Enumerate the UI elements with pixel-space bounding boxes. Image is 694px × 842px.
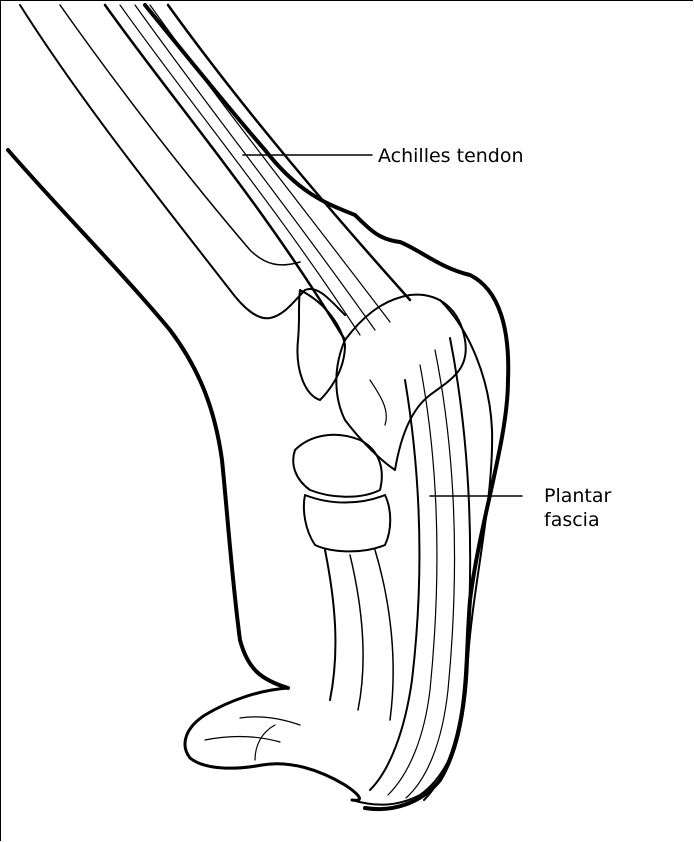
toes — [185, 688, 359, 800]
calcaneus — [336, 295, 465, 470]
toe-detail — [240, 717, 300, 725]
metatarsal — [350, 555, 363, 710]
achilles-tendon-label: Achilles tendon — [378, 144, 524, 168]
metatarsal — [325, 550, 335, 700]
achilles-fiber — [135, 5, 375, 330]
plantar-fascia-band — [424, 338, 470, 800]
toe-detail — [205, 736, 280, 742]
leg-outline — [8, 150, 288, 688]
toe-detail — [255, 725, 275, 760]
shin-back-outline — [145, 5, 508, 809]
metatarsal — [375, 550, 393, 720]
navicular — [293, 435, 382, 497]
calcaneus-detail — [370, 380, 386, 425]
cuneiform — [304, 495, 390, 551]
plantar-fascia-band — [370, 380, 419, 790]
plantar-fascia-band — [406, 350, 454, 798]
plantar-fascia-label: Plantar fascia — [544, 484, 611, 532]
achilles-fiber — [120, 5, 360, 335]
